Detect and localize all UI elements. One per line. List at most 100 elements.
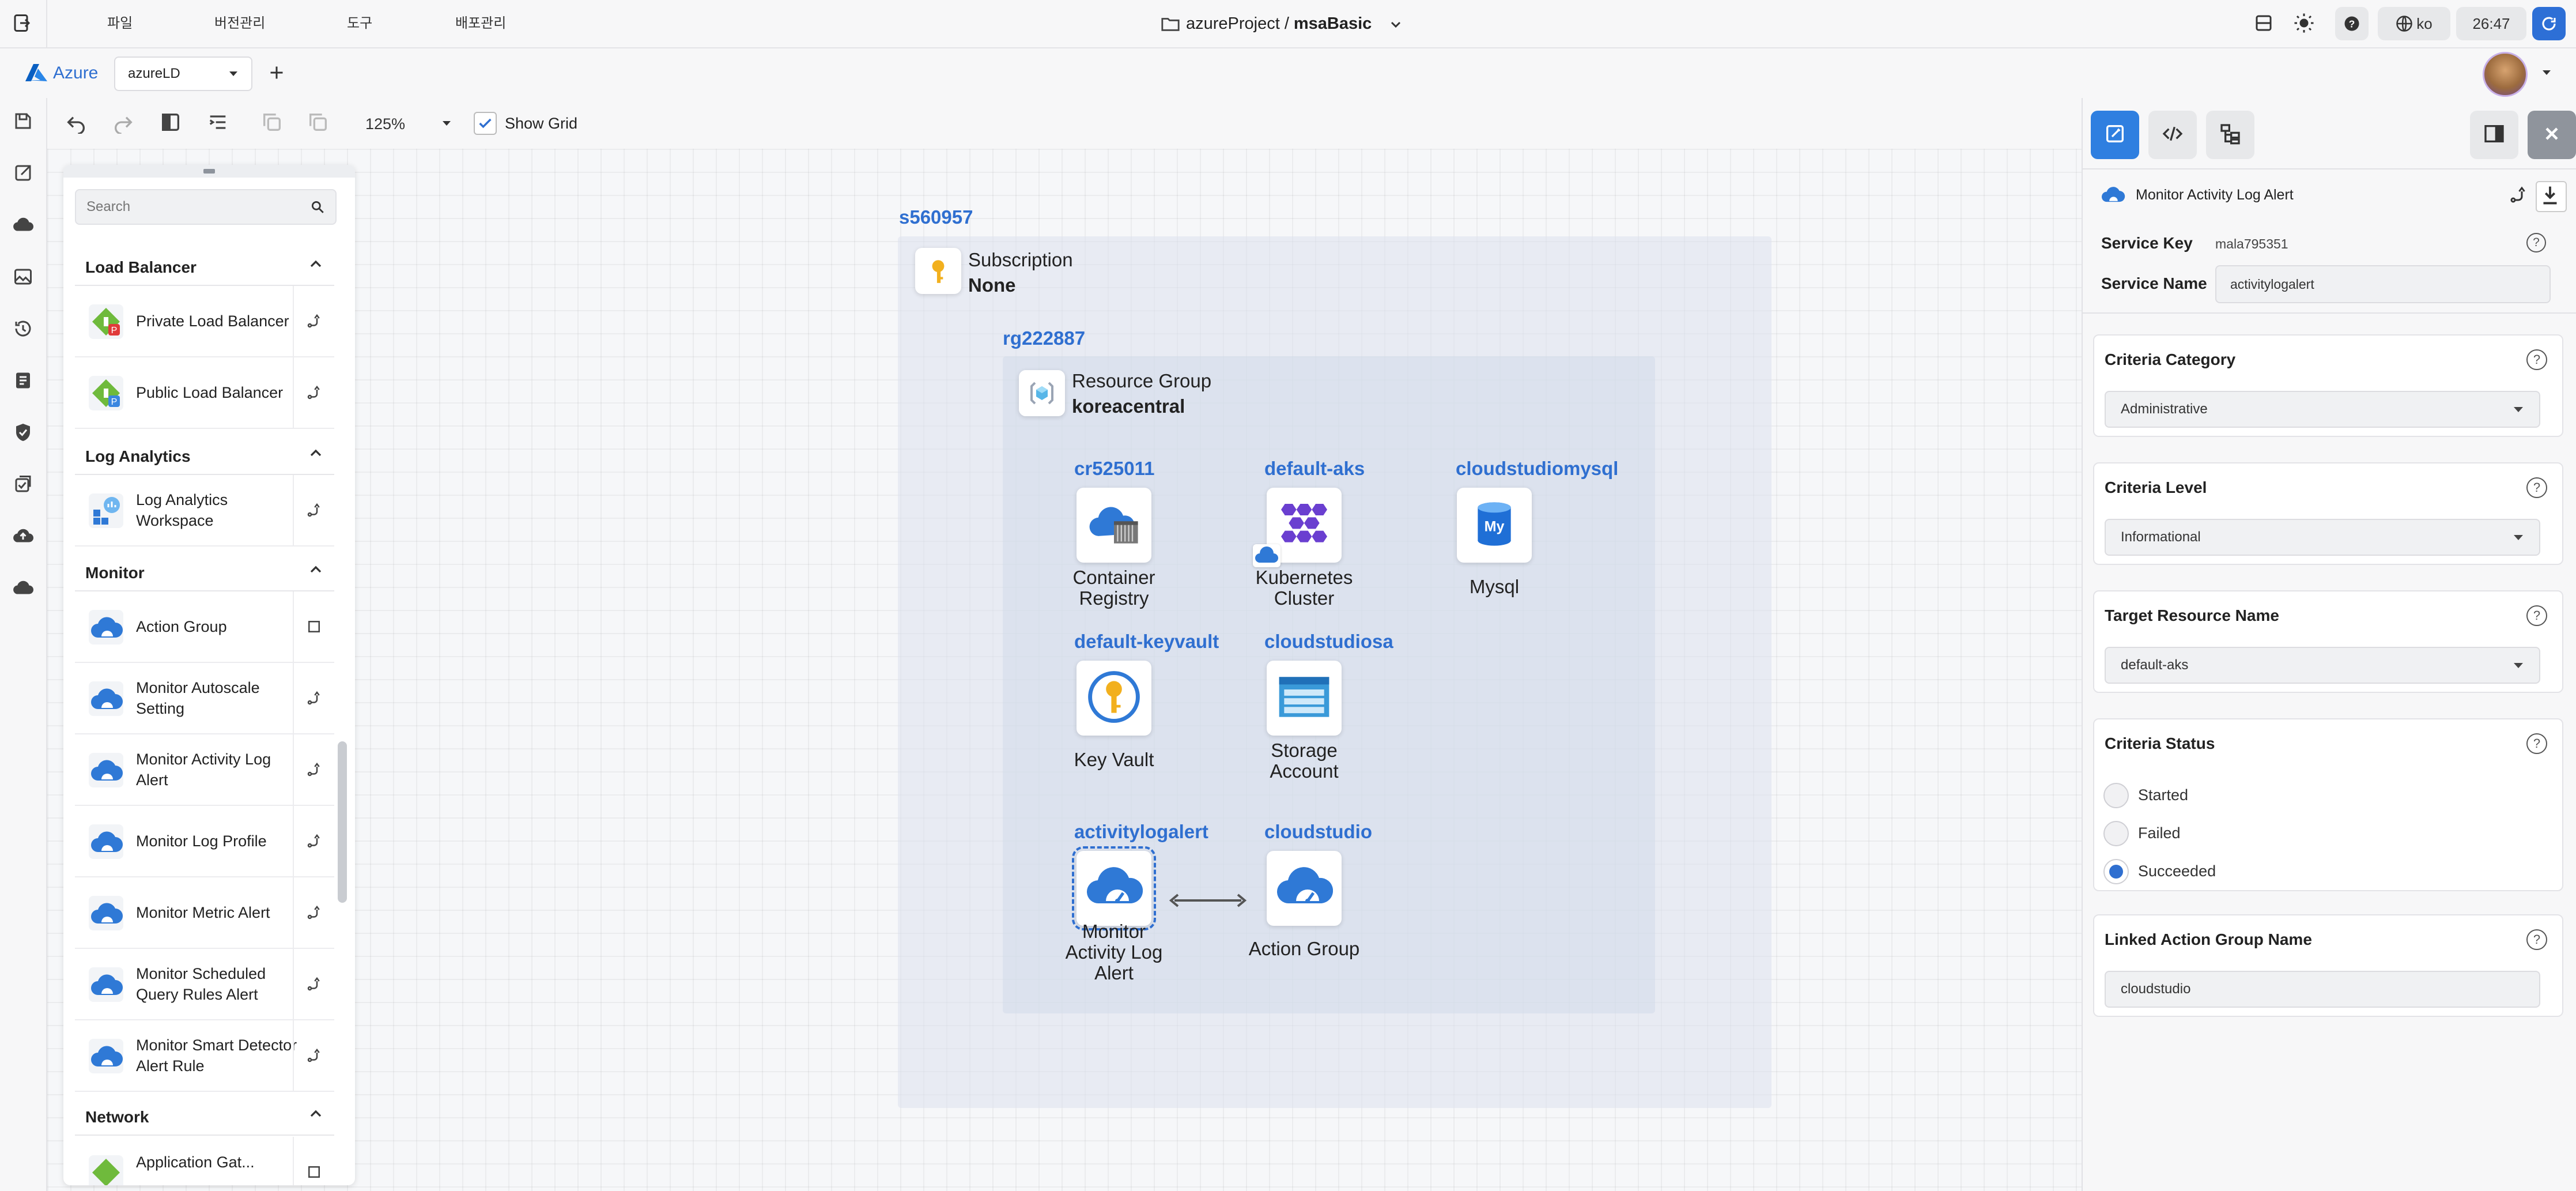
criteria-level-select[interactable]: Informational [2105,519,2540,556]
tab-properties[interactable] [2091,111,2139,159]
help-icon[interactable]: ? [2526,477,2547,498]
square-icon[interactable] [293,591,334,662]
palette-item-log-workspace[interactable]: Log Analytics Workspace [75,475,334,546]
copy-icon[interactable] [260,111,284,134]
node-alert[interactable] [1072,846,1156,930]
palette-item-autoscale[interactable]: Monitor Autoscale Setting [75,663,334,734]
palette-item-action-group[interactable]: Action Group [75,591,334,663]
help-icon[interactable]: ? [2526,733,2547,754]
service-name-field[interactable]: activitylogalert [2215,265,2551,303]
document-icon[interactable] [13,370,33,391]
indent-icon[interactable] [206,111,229,134]
help-icon[interactable]: ? [2526,349,2547,370]
add-tab-icon[interactable] [266,62,287,83]
subscription-id[interactable]: s560957 [899,206,973,228]
workspace-select[interactable]: azureLD [114,56,252,91]
node-keyvault-id[interactable]: default-keyvault [1074,631,1219,652]
dock-icon[interactable] [2536,181,2567,212]
node-aks-id[interactable]: default-aks [1264,458,1365,479]
linked-group-field[interactable]: cloudstudio [2105,971,2540,1008]
help-icon[interactable]: ? [2526,233,2546,252]
chevron-up-icon[interactable] [307,255,325,273]
export-icon[interactable] [13,163,33,183]
section-network[interactable]: Network [75,1099,334,1136]
connect-icon[interactable] [293,357,334,428]
radio-started[interactable] [2103,783,2129,808]
menu-file[interactable]: 파일 [107,16,133,31]
connect-icon[interactable] [293,475,334,545]
square-icon[interactable] [293,1137,334,1185]
resource-group-id[interactable]: rg222887 [1003,327,1086,349]
chevron-down-icon[interactable] [1389,17,1403,31]
node-alert-id[interactable]: activitylogalert [1074,821,1208,842]
palette-item-activity-log-alert[interactable]: Monitor Activity Log Alert [75,734,334,806]
save-icon[interactable] [13,111,33,131]
history-icon[interactable] [13,318,33,339]
palette-item-scheduled-query[interactable]: Monitor Scheduled Query Rules Alert [75,949,334,1020]
refresh-icon[interactable] [2532,7,2566,40]
cloud-deploy-icon[interactable] [13,526,33,546]
show-grid-toggle[interactable]: Show Grid [474,112,577,135]
redo-icon[interactable] [112,111,135,135]
chevron-up-icon[interactable] [307,1105,325,1123]
language-button[interactable]: ko [2378,7,2450,40]
palette-scrollbar[interactable] [338,741,347,903]
help-icon[interactable]: ? [2335,7,2369,40]
theme-sun-icon[interactable] [2294,13,2314,33]
section-log-analytics[interactable]: Log Analytics [75,438,334,475]
shield-icon[interactable] [13,422,33,443]
avatar-caret-icon[interactable] [2543,70,2551,75]
menu-tools[interactable]: 도구 [347,16,373,31]
project-breadcrumb[interactable]: azureProject / msaBasic [1161,10,1403,37]
checklist-icon[interactable] [13,474,33,495]
palette-item-public-lb[interactable]: P Public Load Balancer [75,357,334,429]
chevron-up-icon[interactable] [307,444,325,462]
connect-icon[interactable] [293,1020,334,1091]
help-icon[interactable]: ? [2526,929,2547,950]
section-monitor[interactable]: Monitor [75,555,334,591]
node-mysql[interactable]: My [1457,488,1532,563]
menu-deploy[interactable]: 배포관리 [455,16,507,31]
radio-succeeded[interactable] [2103,859,2129,884]
node-registry-id[interactable]: cr525011 [1074,458,1155,479]
palette-drag-handle[interactable] [63,165,355,178]
target-resource-select[interactable]: default-aks [2105,647,2540,684]
tab-tree[interactable] [2206,111,2254,159]
undo-icon[interactable] [65,111,88,135]
node-actiongroup[interactable] [1267,851,1342,926]
paste-icon[interactable] [307,111,330,134]
palette-item-app-gateway[interactable]: Application Gat... [75,1137,334,1185]
node-registry[interactable] [1077,488,1151,563]
search-input[interactable] [85,196,295,218]
palette-item-log-profile[interactable]: Monitor Log Profile [75,806,334,877]
node-storage[interactable] [1267,661,1342,736]
palette-search[interactable] [75,189,337,225]
cloud-icon[interactable] [13,578,33,598]
palette-item-smart-detector[interactable]: Monitor Smart Detector Alert Rule [75,1020,334,1092]
chevron-up-icon[interactable] [307,560,325,579]
connection-arrow[interactable] [1169,891,1247,910]
criteria-category-select[interactable]: Administrative [2105,391,2540,428]
tab-code[interactable] [2148,111,2197,159]
exit-icon[interactable] [12,13,32,33]
panel-toggle-icon[interactable] [159,111,182,134]
connect-icon[interactable] [293,663,334,733]
node-mysql-id[interactable]: cloudstudiomysql [1456,458,1619,479]
split-view-button[interactable] [2470,111,2518,159]
palette-item-private-lb[interactable]: P Private Load Balancer [75,286,334,357]
zoom-select[interactable]: 125% [358,110,456,137]
checkbox-checked-icon[interactable] [474,112,497,135]
close-panel-button[interactable] [2528,111,2576,159]
connect-icon[interactable] [293,949,334,1019]
section-load-balancer[interactable]: Load Balancer [75,249,334,286]
help-icon[interactable]: ? [2526,605,2547,626]
connect-icon[interactable] [293,877,334,948]
layout-icon[interactable] [2253,13,2274,33]
node-actiongroup-id[interactable]: cloudstudio [1264,821,1372,842]
node-storage-id[interactable]: cloudstudiosa [1264,631,1393,652]
connect-icon[interactable] [293,734,334,805]
connect-icon[interactable] [293,286,334,356]
menu-version[interactable]: 버전관리 [214,16,266,31]
user-avatar[interactable] [2483,52,2528,97]
connect-icon[interactable] [293,806,334,876]
